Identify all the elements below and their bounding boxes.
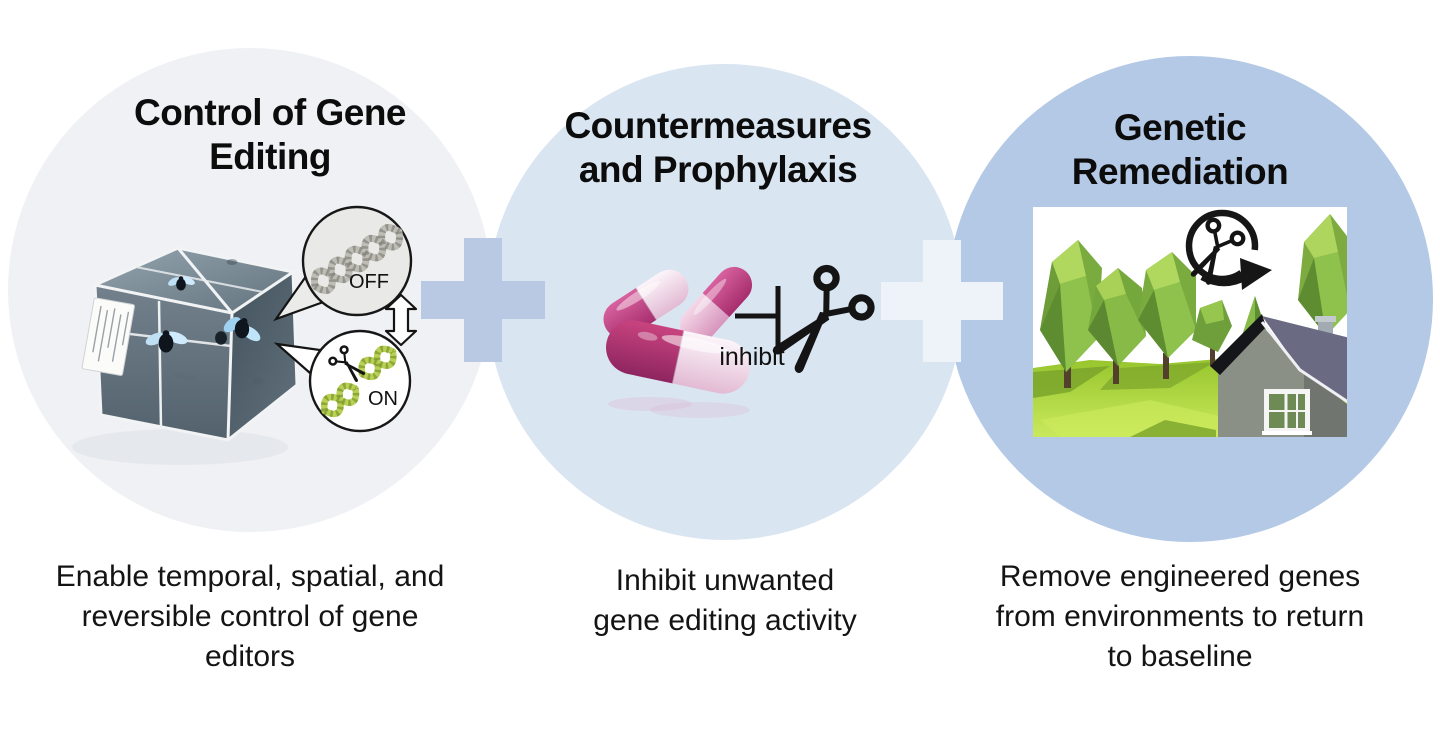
fly-icon xyxy=(168,276,195,291)
desc-line: to baseline xyxy=(1107,640,1253,673)
desc-line: from environments to return xyxy=(995,600,1365,633)
plus-icon xyxy=(881,240,1003,362)
toggle-arrow-icon xyxy=(384,293,418,347)
fly-cage-icon xyxy=(72,246,299,465)
fly-icon xyxy=(145,330,188,353)
callout-off-bubble xyxy=(273,205,413,322)
inhibit-label: inhibit xyxy=(719,343,785,371)
fly-icon xyxy=(215,331,227,345)
panel-title-control: Control of Gene Editing xyxy=(40,91,500,179)
capsule-pills-icon xyxy=(603,266,753,418)
desc-line: Remove engineered genes xyxy=(999,560,1361,593)
desc-line: editors xyxy=(204,640,296,673)
fly-icon xyxy=(252,377,264,385)
fly-icon xyxy=(226,259,238,265)
remove-scissors-cycle-icon xyxy=(1183,209,1272,296)
plus-vertical-bar xyxy=(923,240,961,362)
cage-shadow xyxy=(72,429,288,465)
dna-off-label: OFF xyxy=(349,271,389,293)
dna-on-label: ON xyxy=(368,388,398,410)
cage-label xyxy=(81,297,135,376)
desc-line: Enable temporal, spatial, and xyxy=(55,560,445,593)
callout-on-bubble xyxy=(273,329,412,433)
title-line: Genetic xyxy=(1113,107,1247,148)
desc-line: gene editing activity xyxy=(593,604,857,637)
plus-vertical-bar xyxy=(464,238,502,362)
title-line: Control of Gene xyxy=(133,92,407,133)
panel-title-countermeasures: Countermeasures and Prophylaxis xyxy=(478,104,958,192)
fly-icon xyxy=(173,372,198,381)
panel-description-countermeasures: Inhibit unwanted gene editing activity xyxy=(495,561,955,641)
desc-line: reversible control of gene xyxy=(81,600,419,633)
panel-title-remediation: Genetic Remediation xyxy=(950,106,1410,194)
desc-line: Inhibit unwanted xyxy=(615,564,835,597)
title-line: and Prophylaxis xyxy=(578,149,858,190)
panel-description-remediation: Remove engineered genes from environment… xyxy=(943,557,1417,677)
dna-on-icon xyxy=(321,345,397,418)
plus-icon xyxy=(421,238,545,362)
fly-icon xyxy=(223,316,261,342)
title-line: Remediation xyxy=(1071,151,1289,192)
panel-description-control: Enable temporal, spatial, and reversible… xyxy=(10,557,490,677)
inhibit-bar-icon xyxy=(735,286,781,350)
landscape-image xyxy=(1033,207,1347,437)
dna-off-icon xyxy=(311,224,403,294)
title-line: Editing xyxy=(209,136,331,177)
house xyxy=(1130,314,1347,437)
title-line: Countermeasures xyxy=(564,105,872,146)
